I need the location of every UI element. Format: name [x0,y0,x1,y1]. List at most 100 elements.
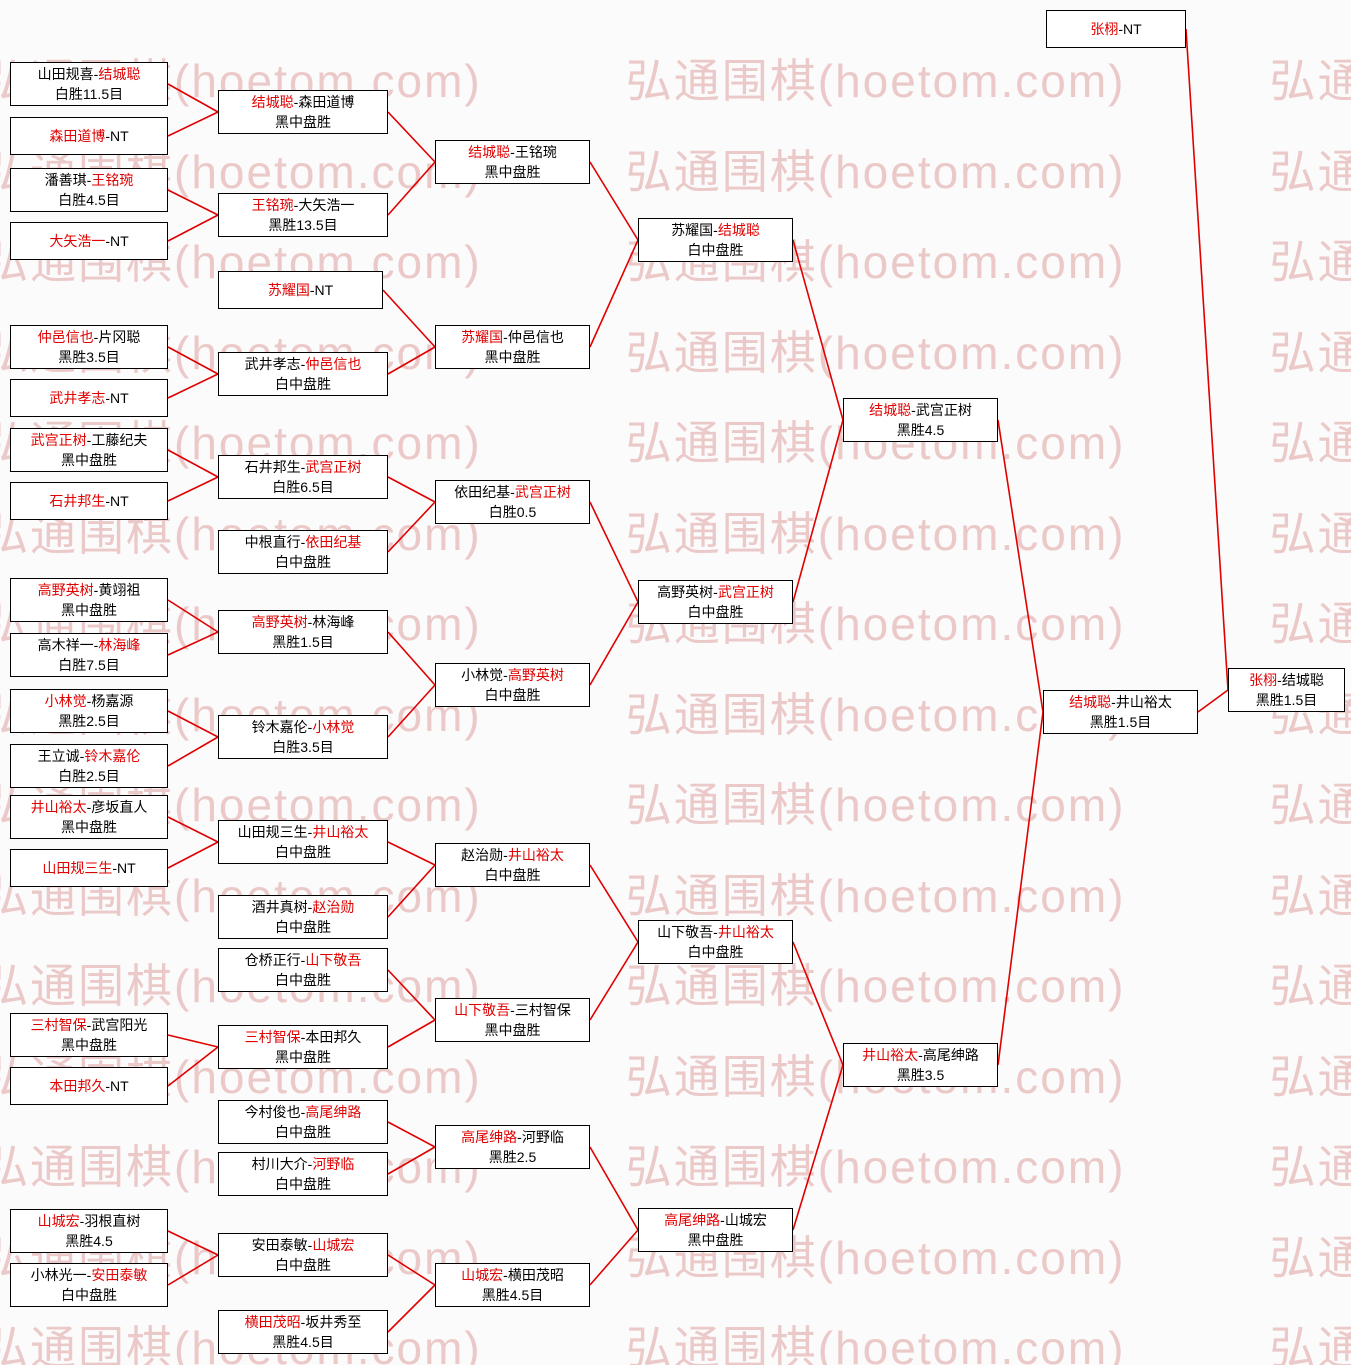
match-box-10: 小林觉-杨嘉源黑胜2.5目 [10,689,168,733]
winner-name: 山田规三生 [42,860,113,876]
player-name: -结城聪 [1277,672,1324,688]
winner-name: 结城聪 [869,402,912,418]
match-box-38: 赵治勋-井山裕太白中盘胜 [435,843,590,887]
player-name: -NT [105,1078,129,1094]
match-box-42: 苏耀国-结城聪白中盘胜 [638,218,793,262]
match-result: 黑中盘胜 [484,349,541,365]
player-name: 武井孝志- [244,356,306,372]
match-box-3: 大矢浩一-NT [10,222,168,260]
match-result: 黑胜13.5目 [268,217,338,233]
winner-name: 小林觉 [44,693,87,709]
player-name: -NT [105,493,129,509]
bracket-connector-line [792,941,844,1066]
bracket-connector-line [387,1254,436,1286]
bracket-connector-line [382,289,436,348]
match-result: 白中盘胜 [687,944,744,960]
winner-name: 武宫正树 [717,584,774,600]
match-players: 山下敬吾-三村智保 [436,1000,589,1020]
match-box-30: 今村俊也-高尾绅路白中盘胜 [218,1100,388,1144]
bracket-connector-line [589,501,639,603]
winner-name: 铃木嘉伦 [84,748,141,764]
match-box-27: 酒井真树-赵治勋白中盘胜 [218,895,388,939]
bracket-connector-line [167,449,219,478]
bracket-connector-line [589,161,639,241]
match-players: 王铭琬-大矢浩一 [219,195,387,215]
match-players: 铃木嘉伦-小林觉 [219,717,387,737]
winner-name: 安田泰敏 [91,1267,148,1283]
player-name: 中根直行- [244,534,306,550]
winner-name: 结城聪 [251,94,294,110]
player-name: -本田邦久 [300,1029,362,1045]
player-name: 铃木嘉伦- [251,719,313,735]
match-players: 仲邑信也-片冈聪 [11,327,167,347]
bracket-connector-line [387,1019,436,1048]
player-name: 小林觉- [461,667,508,683]
player-name: 今村俊也- [244,1104,306,1120]
bracket-connector-line [997,419,1044,713]
player-name: 山下敬吾- [657,924,718,940]
match-box-36: 依田纪基-武宫正树白胜0.5 [435,480,590,524]
match-players: 三村智保-武宫阳光 [11,1015,167,1035]
bracket-connector-line [387,501,436,553]
winner-name: 石井邦生 [49,493,106,509]
player-name: -NT [309,282,334,298]
match-box-13: 山田规三生-NT [10,849,168,887]
match-result: 黑胜4.5目 [272,1334,334,1350]
match-box-40: 高尾绅路-河野临黑胜2.5 [435,1125,590,1169]
match-result: 白中盘胜 [61,1287,117,1303]
bracket-connector-line [167,373,219,399]
player-name: -NT [105,233,129,249]
match-box-31: 村川大介-河野临白中盘胜 [218,1152,388,1196]
match-box-4: 仲邑信也-片冈聪黑胜3.5目 [10,325,168,369]
bracket-connector-line [167,111,219,137]
winner-name: 高野英树 [251,614,308,630]
match-result: 白胜7.5目 [58,657,120,673]
player-name: -山城宏 [720,1212,767,1228]
bracket-connector-line [387,1284,436,1333]
winner-name: 高尾绅路 [305,1104,362,1120]
bracket-connector-line [387,161,436,216]
match-box-43: 高野英树-武宫正树白中盘胜 [638,580,793,624]
match-players: 高尾绅路-河野临 [436,1127,589,1147]
match-result: 黑中盘胜 [275,114,331,130]
bracket-connector-line [589,239,639,348]
match-players: 本田邦久-NT [11,1076,167,1096]
player-name: -王铭琬 [510,144,557,160]
winner-name: 三村智保 [30,1017,87,1033]
bracket-connector-line [589,941,639,1021]
match-box-34: 结城聪-王铭琬黑中盘胜 [435,140,590,184]
winner-name: 山城宏 [37,1213,80,1229]
winner-name: 苏耀国 [461,329,504,345]
bracket-connector-line [167,816,219,843]
player-name: 山田规喜- [37,66,99,82]
match-box-49: 结城聪-井山裕太黑胜1.5目 [1043,690,1198,734]
match-result: 黑中盘胜 [687,1232,744,1248]
match-result: 白中盘胜 [275,376,331,392]
match-players: 武宫正树-工藤纪夫 [11,430,167,450]
match-players: 山田规三生-井山裕太 [219,822,387,842]
player-name: 高野英树- [657,584,718,600]
match-players: 高野英树-林海峰 [219,612,387,632]
match-players: 依田纪基-武宫正树 [436,482,589,502]
match-players: 结城聪-井山裕太 [1044,692,1197,712]
winner-name: 王铭琬 [91,172,134,188]
match-box-33: 横田茂昭-坂井秀至黑胜4.5目 [218,1310,388,1354]
match-result: 白中盘胜 [687,242,744,258]
match-players: 今村俊也-高尾绅路 [219,1102,387,1122]
match-box-19: 王铭琬-大矢浩一黑胜13.5目 [218,193,388,237]
match-box-17: 小林光一-安田泰敏白中盘胜 [10,1263,168,1307]
match-result: 黑胜2.5 [488,1149,537,1165]
match-box-44: 山下敬吾-井山裕太白中盘胜 [638,920,793,964]
match-box-16: 山城宏-羽根直树黑胜4.5 [10,1209,168,1253]
bracket-connector-line [167,476,219,502]
match-players: 安田泰敏-山城宏 [219,1235,387,1255]
match-players: 三村智保-本田邦久 [219,1027,387,1047]
match-players: 石井邦生-武宫正树 [219,457,387,477]
match-players: 高野英树-武宫正树 [639,582,792,602]
match-box-32: 安田泰敏-山城宏白中盘胜 [218,1233,388,1277]
winner-name: 山城宏 [461,1267,504,1283]
player-name: -大矢浩一 [293,197,355,213]
match-players: 武井孝志-仲邑信也 [219,354,387,374]
player-name: 赵治勋- [461,847,508,863]
match-box-22: 石井邦生-武宫正树白胜6.5目 [218,455,388,499]
